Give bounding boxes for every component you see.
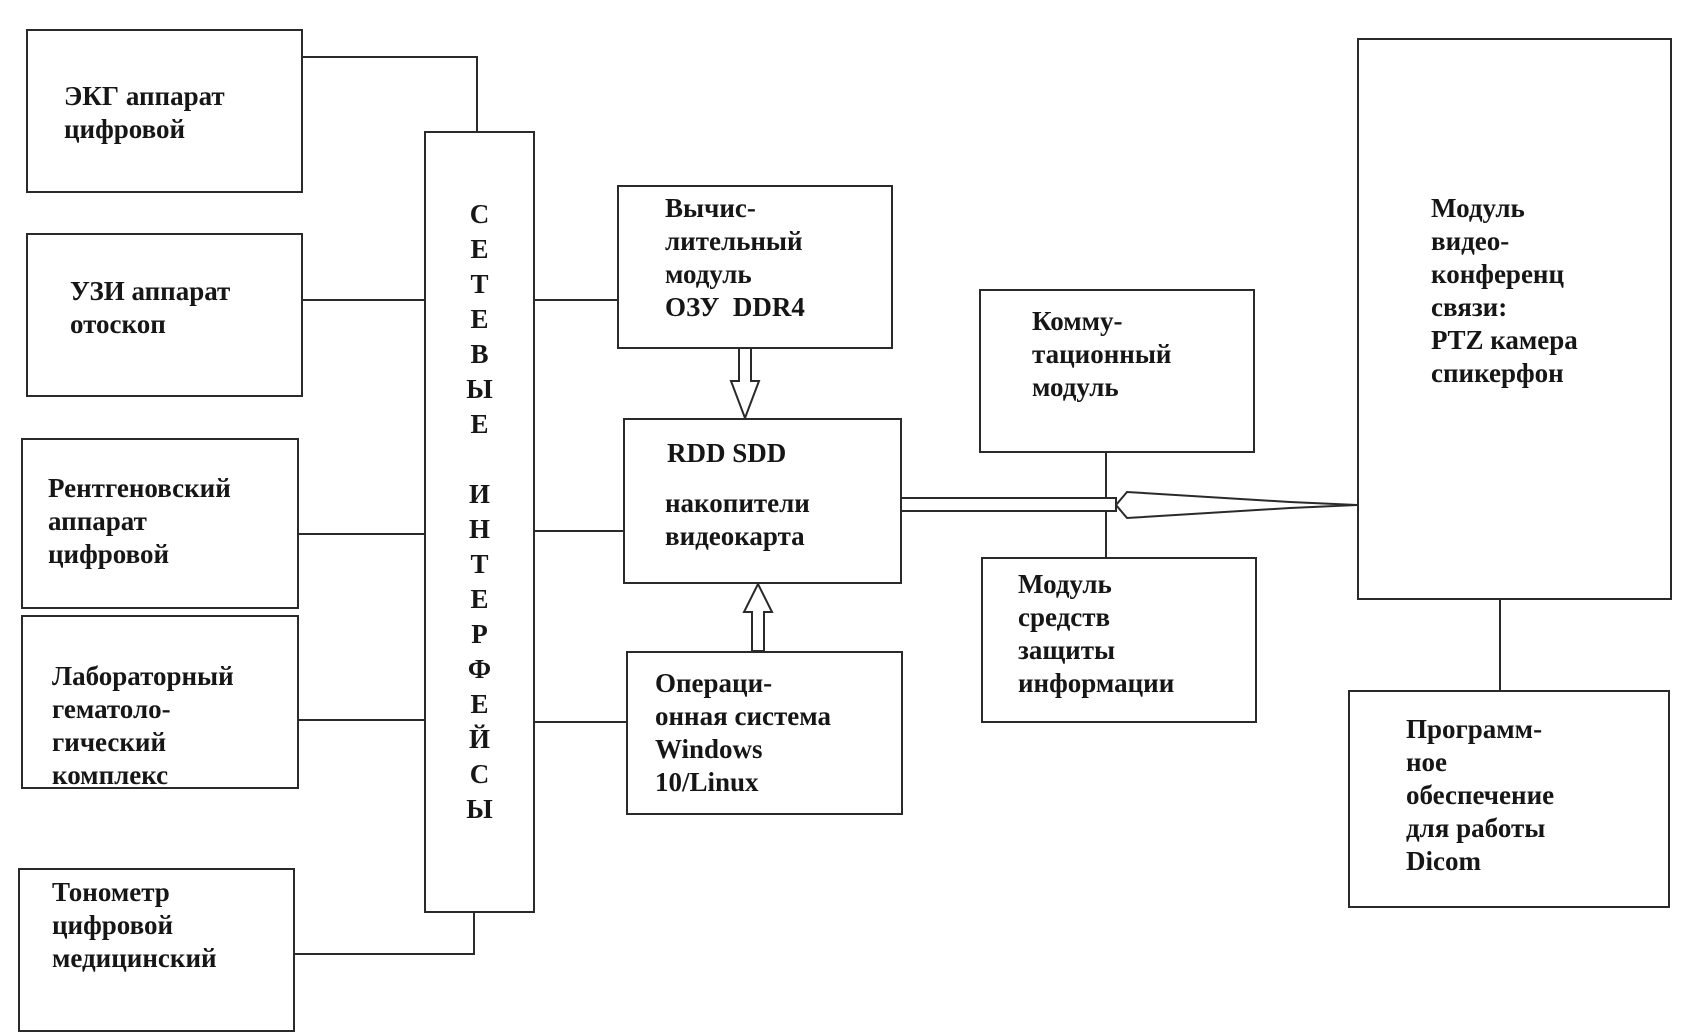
device-box-xray xyxy=(21,438,299,609)
arrow-compute-to-storage xyxy=(729,347,761,421)
storage-module-box xyxy=(623,418,902,584)
security-module-box xyxy=(981,557,1257,723)
device-label-ecg: ЭКГ аппарат цифровой xyxy=(64,81,225,144)
network-interfaces-label: С Е Т Е В Ы Е И Н Т Е Р Ф Е Й С Ы xyxy=(466,199,493,824)
device-box-lab xyxy=(21,615,299,789)
network-interfaces-box xyxy=(424,131,535,913)
connector-ecg xyxy=(303,56,478,131)
video-conf-module-label: Модуль видео- конференц связи: PTZ камер… xyxy=(1431,193,1578,388)
compute-module-box xyxy=(617,185,893,349)
software-module-box xyxy=(1348,690,1670,908)
device-label-tonometer: Тонометр цифровой медицинский xyxy=(52,877,217,973)
video-conf-module-box xyxy=(1357,38,1672,600)
device-box-ultrasound xyxy=(26,233,303,397)
arrow-storage-to-videoconf xyxy=(901,490,1358,520)
os-module-label: Операци- онная система Windows 10/Linux xyxy=(655,668,831,797)
device-box-tonometer xyxy=(18,868,295,1032)
storage-module-label-line1: RDD SDD xyxy=(667,438,787,468)
compute-module-label: Вычис- лительный модуль ОЗУ DDR4 xyxy=(665,193,805,322)
device-label-xray: Рентгеновский аппарат цифровой xyxy=(48,473,231,569)
device-box-ecg xyxy=(26,29,303,193)
software-module-label: Программ- ное обеспечение для работы Dic… xyxy=(1406,714,1555,876)
switch-module-box xyxy=(979,289,1255,453)
os-module-box xyxy=(626,651,903,815)
device-label-ultrasound: УЗИ аппарат отоскоп xyxy=(70,276,231,339)
device-label-lab: Лабораторный гематоло- гический комплекс xyxy=(52,661,234,790)
switch-module-label: Комму- тационный модуль xyxy=(1032,306,1172,402)
storage-module-label-rest: накопители видеокарта xyxy=(665,488,810,551)
connector-tonometer xyxy=(293,911,475,955)
security-module-label: Модуль средств защиты информации xyxy=(1018,569,1175,698)
arrow-os-to-storage xyxy=(742,581,774,652)
